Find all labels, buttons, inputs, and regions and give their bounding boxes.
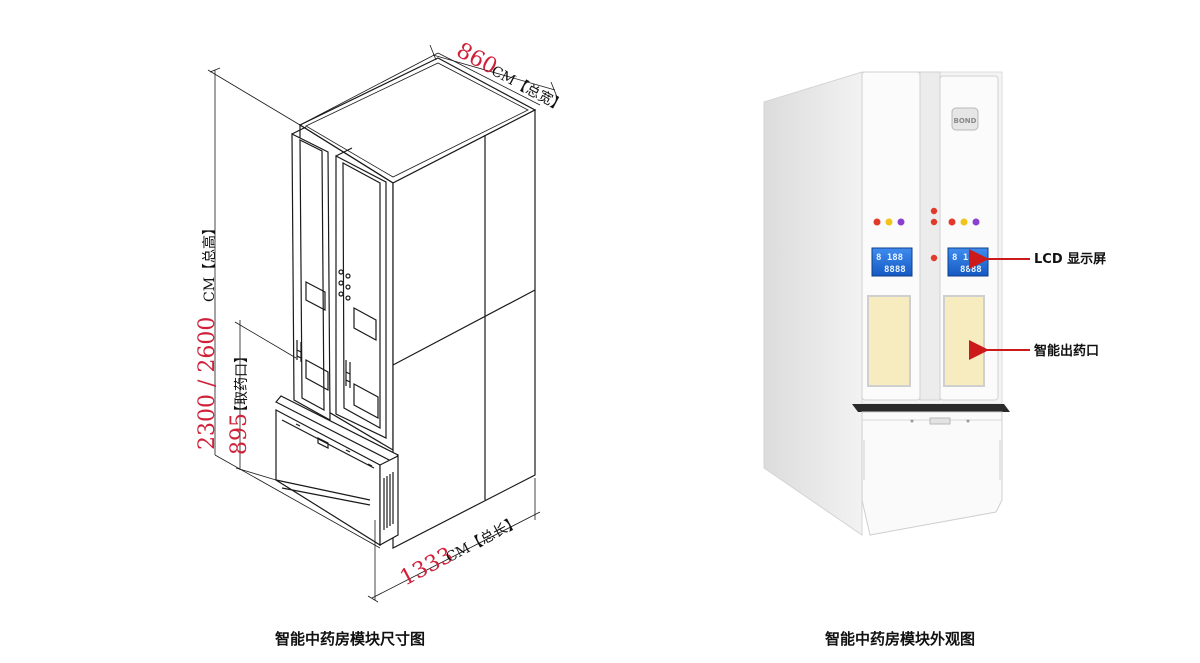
- cabinet-side-face: [392, 109, 536, 549]
- svg-text:8 188: 8 188: [876, 253, 903, 263]
- height-dimension-label: 2300 / 2600 CM【总高】: [195, 221, 220, 450]
- svg-text:LCD 显示屏: LCD 显示屏: [1034, 252, 1106, 267]
- indicator-lights: [873, 207, 980, 262]
- right-caption: 智能中药房模块外观图: [825, 630, 975, 648]
- outlet-left: [867, 295, 911, 387]
- svg-text:2300 / 2600: 2300 / 2600: [195, 317, 220, 450]
- cabinet-side-panel: [763, 71, 863, 536]
- appearance-view: BOND 8 188 8888 8 188 8888: [763, 71, 1010, 536]
- outlet-dimension-label: 895 【取药口】: [227, 349, 252, 455]
- svg-text:CM【总长】: CM【总长】: [444, 514, 523, 566]
- left-caption: 智能中药房模块尺寸图: [275, 630, 425, 648]
- svg-text:BOND: BOND: [954, 117, 977, 125]
- svg-text:【取药口】: 【取药口】: [234, 349, 250, 419]
- lower-drawer: [861, 411, 1003, 536]
- lcd-left: 8 188 8888: [871, 247, 913, 277]
- lcd-callout: LCD 显示屏: [969, 249, 1106, 269]
- outlet-right: [943, 295, 985, 387]
- svg-text:8 188: 8 188: [952, 253, 979, 263]
- dimension-drawing: [207, 44, 558, 603]
- outlet-callout: 智能出药口: [969, 340, 1099, 360]
- svg-text:8888: 8888: [884, 265, 906, 275]
- svg-text:895: 895: [227, 413, 252, 455]
- svg-text:CM【总高】: CM【总高】: [201, 221, 218, 302]
- svg-text:智能出药口: 智能出药口: [1034, 343, 1099, 359]
- brand-logo: BOND: [951, 107, 979, 131]
- lcd-right: 8 188 8888: [947, 247, 989, 277]
- svg-text:8888: 8888: [960, 265, 982, 275]
- counter-shelf: [852, 404, 1010, 412]
